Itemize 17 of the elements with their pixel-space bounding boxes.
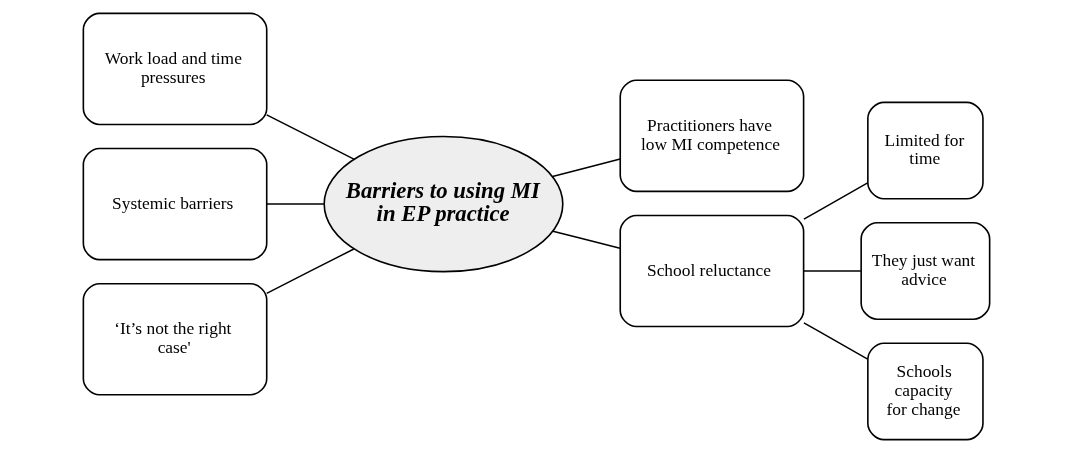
connector bbox=[265, 114, 355, 160]
node-box: School reluctance bbox=[618, 214, 804, 328]
node-box: Limited for time bbox=[866, 101, 984, 200]
node-box: Work load and time pressures bbox=[82, 12, 268, 126]
node-box: Systemic barriers bbox=[82, 147, 268, 261]
node-box: They just want advice bbox=[859, 222, 990, 320]
node-box: Practitioners have low MI competence bbox=[618, 79, 804, 193]
node-box: ‘It’s not the right case' bbox=[82, 282, 268, 396]
node-ellipse: Barriers to using MI in EP practice bbox=[322, 135, 564, 273]
connector bbox=[265, 203, 325, 205]
connector bbox=[551, 158, 621, 178]
node-box: Schools capacity for change bbox=[866, 342, 984, 441]
connector bbox=[265, 248, 355, 295]
connector bbox=[802, 182, 868, 220]
connector bbox=[802, 322, 868, 360]
connector bbox=[551, 230, 621, 249]
connector bbox=[802, 270, 862, 272]
